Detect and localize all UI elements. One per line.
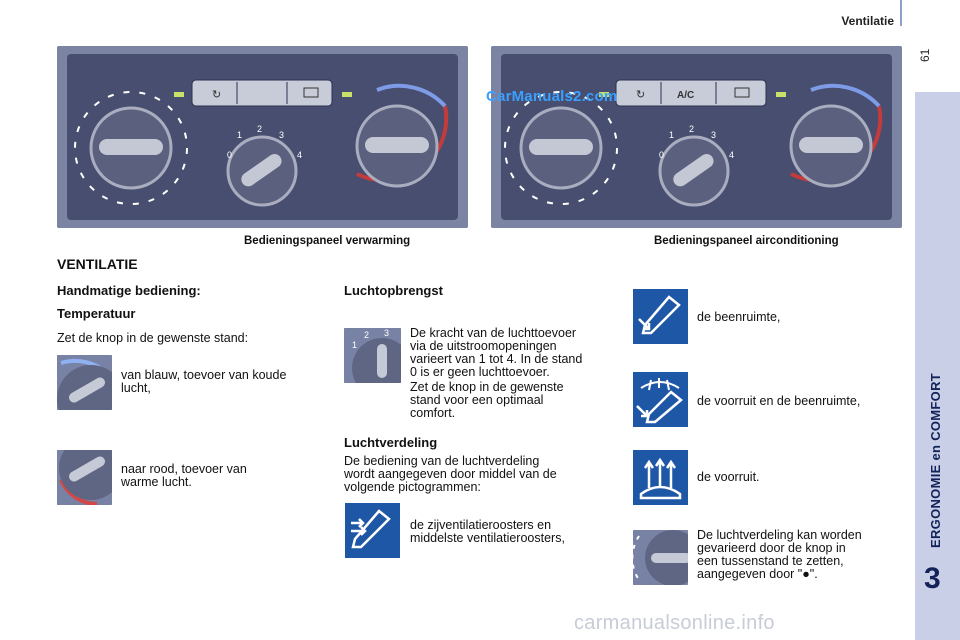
airflow-text1-line-1: De kracht van de luchttoevoer — [410, 326, 577, 340]
feet-text: de beenruimte, — [697, 310, 781, 324]
svg-text:1: 1 — [352, 340, 357, 350]
airflow-text2-line-3: comfort. — [410, 406, 456, 420]
ac-panel-caption: Bedieningspaneel airconditioning — [654, 235, 839, 247]
svg-text:↻: ↻ — [636, 89, 645, 101]
red-knob-photo — [57, 450, 112, 505]
svg-text:2: 2 — [257, 124, 262, 134]
windscreen-feet-text: de voorruit en de beenruimte, — [697, 394, 861, 408]
svg-text:3: 3 — [384, 328, 389, 338]
distribution-knob-photo — [633, 530, 688, 585]
intermediate-text-line-1: De luchtverdeling kan worden — [697, 528, 862, 542]
chapter-number: 3 — [924, 562, 941, 595]
svg-text:4: 4 — [729, 150, 734, 160]
intermediate-text-line-3: een tussenstand te zetten, — [697, 554, 844, 568]
blue-text-line-2: lucht, — [121, 381, 151, 395]
svg-text:1: 1 — [669, 130, 674, 140]
watermark-text: CarManuals2.com — [486, 88, 618, 105]
airflow-text2-line-1: Zet de knop in de gewenste — [410, 380, 564, 394]
svg-text:1: 1 — [237, 130, 242, 140]
heating-panel-image: ↻ 0 1 2 3 4 — [57, 46, 468, 228]
blue-knob-photo — [57, 355, 112, 410]
distribution-intro-line-2: wordt aangegeven door middel van de — [344, 467, 557, 481]
blue-text-line-1: van blauw, toevoer van koude — [121, 368, 287, 382]
distribution-intro-line-1: De bediening van de luchtverdeling — [344, 454, 540, 468]
feet-pictogram-icon — [633, 289, 688, 344]
vents-pictogram-icon — [345, 503, 400, 558]
manual-heading: Handmatige bediening: — [57, 283, 201, 298]
airflow-text1-line-4: 0 is er geen luchttoevoer. — [410, 365, 550, 379]
chapter-title: ERGONOMIE en COMFORT — [928, 373, 943, 548]
airflow-text1-line-3: varieert van 1 tot 4. In de stand — [410, 352, 583, 366]
windscreen-pictogram-icon — [633, 450, 688, 505]
distribution-intro-line-3: volgende pictogrammen: — [344, 480, 481, 494]
page-title: VENTILATIE — [57, 256, 138, 272]
windscreen-feet-pictogram-icon — [633, 372, 688, 427]
ac-panel-image: ↻ A/C 0 1 2 3 4 — [491, 46, 902, 228]
svg-text:3: 3 — [711, 130, 716, 140]
page-number: 61 — [918, 48, 932, 62]
intermediate-text-line-2: gevarieerd door de knop in — [697, 541, 846, 555]
chapter-sidebar — [915, 92, 960, 640]
temperature-intro: Zet de knop in de gewenste stand: — [57, 331, 249, 345]
distribution-heading: Luchtverdeling — [344, 435, 438, 450]
svg-text:3: 3 — [279, 130, 284, 140]
header-divider — [900, 0, 902, 26]
svg-text:2: 2 — [364, 330, 369, 340]
windscreen-text: de voorruit. — [697, 470, 760, 484]
ac-button-label: A/C — [677, 90, 694, 101]
svg-text:4: 4 — [297, 150, 302, 160]
section-title: Ventilatie — [841, 14, 894, 28]
fan-knob-photo: 1 2 3 — [344, 328, 401, 383]
airflow-text1-line-2: via de uitstroomopeningen — [410, 339, 557, 353]
temperature-heading: Temperatuur — [57, 306, 136, 321]
vents-text-line-2: middelste ventilatieroosters, — [410, 531, 565, 545]
airflow-heading: Luchtopbrengst — [344, 283, 443, 298]
footer-watermark: carmanualsonline.info — [574, 612, 775, 634]
red-text-line-2: warme lucht. — [121, 475, 192, 489]
svg-text:↻: ↻ — [212, 89, 221, 101]
red-text-line-1: naar rood, toevoer van — [121, 462, 247, 476]
svg-text:0: 0 — [659, 150, 664, 160]
svg-text:2: 2 — [689, 124, 694, 134]
vents-text-line-1: de zijventilatieroosters en — [410, 518, 552, 532]
svg-text:0: 0 — [227, 150, 232, 160]
heating-panel-caption: Bedieningspaneel verwarming — [244, 235, 411, 247]
airflow-text2-line-2: stand voor een optimaal — [410, 393, 544, 407]
intermediate-text-line-4: aangegeven door "●". — [697, 567, 818, 581]
